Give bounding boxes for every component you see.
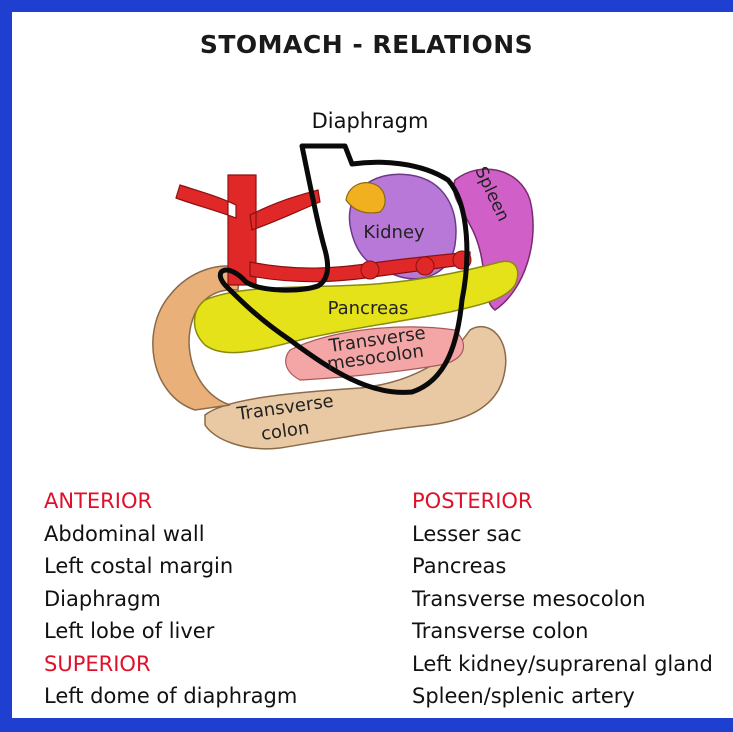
anterior-heading: ANTERIOR [44, 485, 297, 518]
posterior-item: Transverse mesocolon [412, 583, 713, 616]
posterior-item: Pancreas [412, 550, 713, 583]
kidney-label: Kidney [363, 222, 425, 243]
pancreas-label: Pancreas [328, 298, 409, 319]
posterior-heading: POSTERIOR [412, 485, 713, 518]
anterior-item: Abdominal wall [44, 518, 297, 551]
posterior-item: Lesser sac [412, 518, 713, 551]
splenic-artery-loop [361, 261, 379, 279]
splenic-artery-loop [416, 257, 434, 275]
diaphragm-label: Diaphragm [312, 109, 429, 133]
left-column: ANTERIOR Abdominal wall Left costal marg… [44, 485, 297, 713]
posterior-item: Spleen/splenic artery [412, 680, 713, 713]
superior-heading: SUPERIOR [44, 648, 297, 681]
posterior-item: Left kidney/suprarenal gland [412, 648, 713, 681]
anterior-item: Left lobe of liver [44, 615, 297, 648]
anterior-item: Diaphragm [44, 583, 297, 616]
anterior-item: Left costal margin [44, 550, 297, 583]
superior-item: Left dome of diaphragm [44, 680, 297, 713]
right-column: POSTERIOR Lesser sac Pancreas Transverse… [412, 485, 713, 713]
posterior-item: Transverse colon [412, 615, 713, 648]
